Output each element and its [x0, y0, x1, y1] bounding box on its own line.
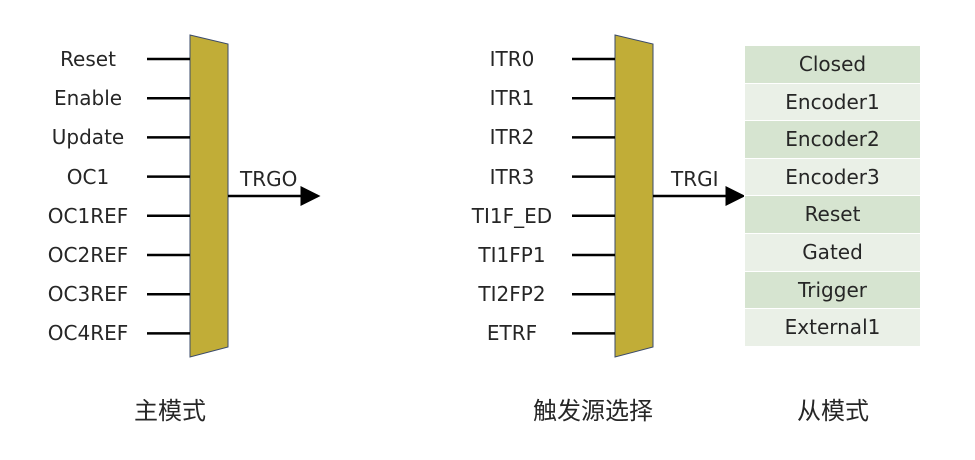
slave-mode-row: Encoder2: [745, 121, 920, 159]
master-input-label: Update: [51, 125, 125, 150]
slave-mode-row: Gated: [745, 233, 920, 272]
master-input-label: OC1REF: [47, 203, 129, 228]
master-input-label: OC3REF: [47, 282, 129, 307]
trigger-input-label: ETRF: [486, 321, 538, 346]
slave-mode-row: Reset: [745, 196, 920, 234]
trigger-input-label: TI1F_ED: [471, 203, 553, 228]
master-mux-trapezoid: [189, 34, 229, 358]
master-input-label: Enable: [53, 86, 123, 111]
master-input-label: OC1: [66, 164, 110, 189]
slave-mode-row: External1: [745, 309, 920, 347]
slave-mode-caption: 从模式: [797, 397, 869, 425]
trgi-label: TRGI: [671, 167, 719, 191]
trigger-mux-trapezoid: [614, 34, 654, 358]
slave-mode-row: Trigger: [745, 271, 920, 310]
slave-mode-row: Closed: [745, 46, 920, 84]
master-input-label: OC2REF: [47, 243, 129, 267]
master-input-label: OC4REF: [47, 321, 129, 346]
trigger-input-label: ITR0: [489, 47, 535, 71]
trigger-select-caption: 触发源选择: [533, 397, 653, 425]
trigger-input-label: ITR3: [489, 164, 535, 189]
master-input-label: Reset: [60, 47, 116, 71]
trigger-input-label: TI1FP1: [478, 243, 546, 267]
trigger-input-label: ITR1: [489, 86, 535, 111]
trgo-label: TRGO: [240, 167, 298, 191]
trigger-input-label: ITR2: [489, 125, 535, 150]
master-mode-caption: 主模式: [134, 397, 206, 425]
slave-mode-row: Encoder1: [745, 83, 920, 122]
slave-mode-row: Encoder3: [745, 158, 920, 197]
trigger-input-label: TI2FP2: [478, 282, 546, 307]
